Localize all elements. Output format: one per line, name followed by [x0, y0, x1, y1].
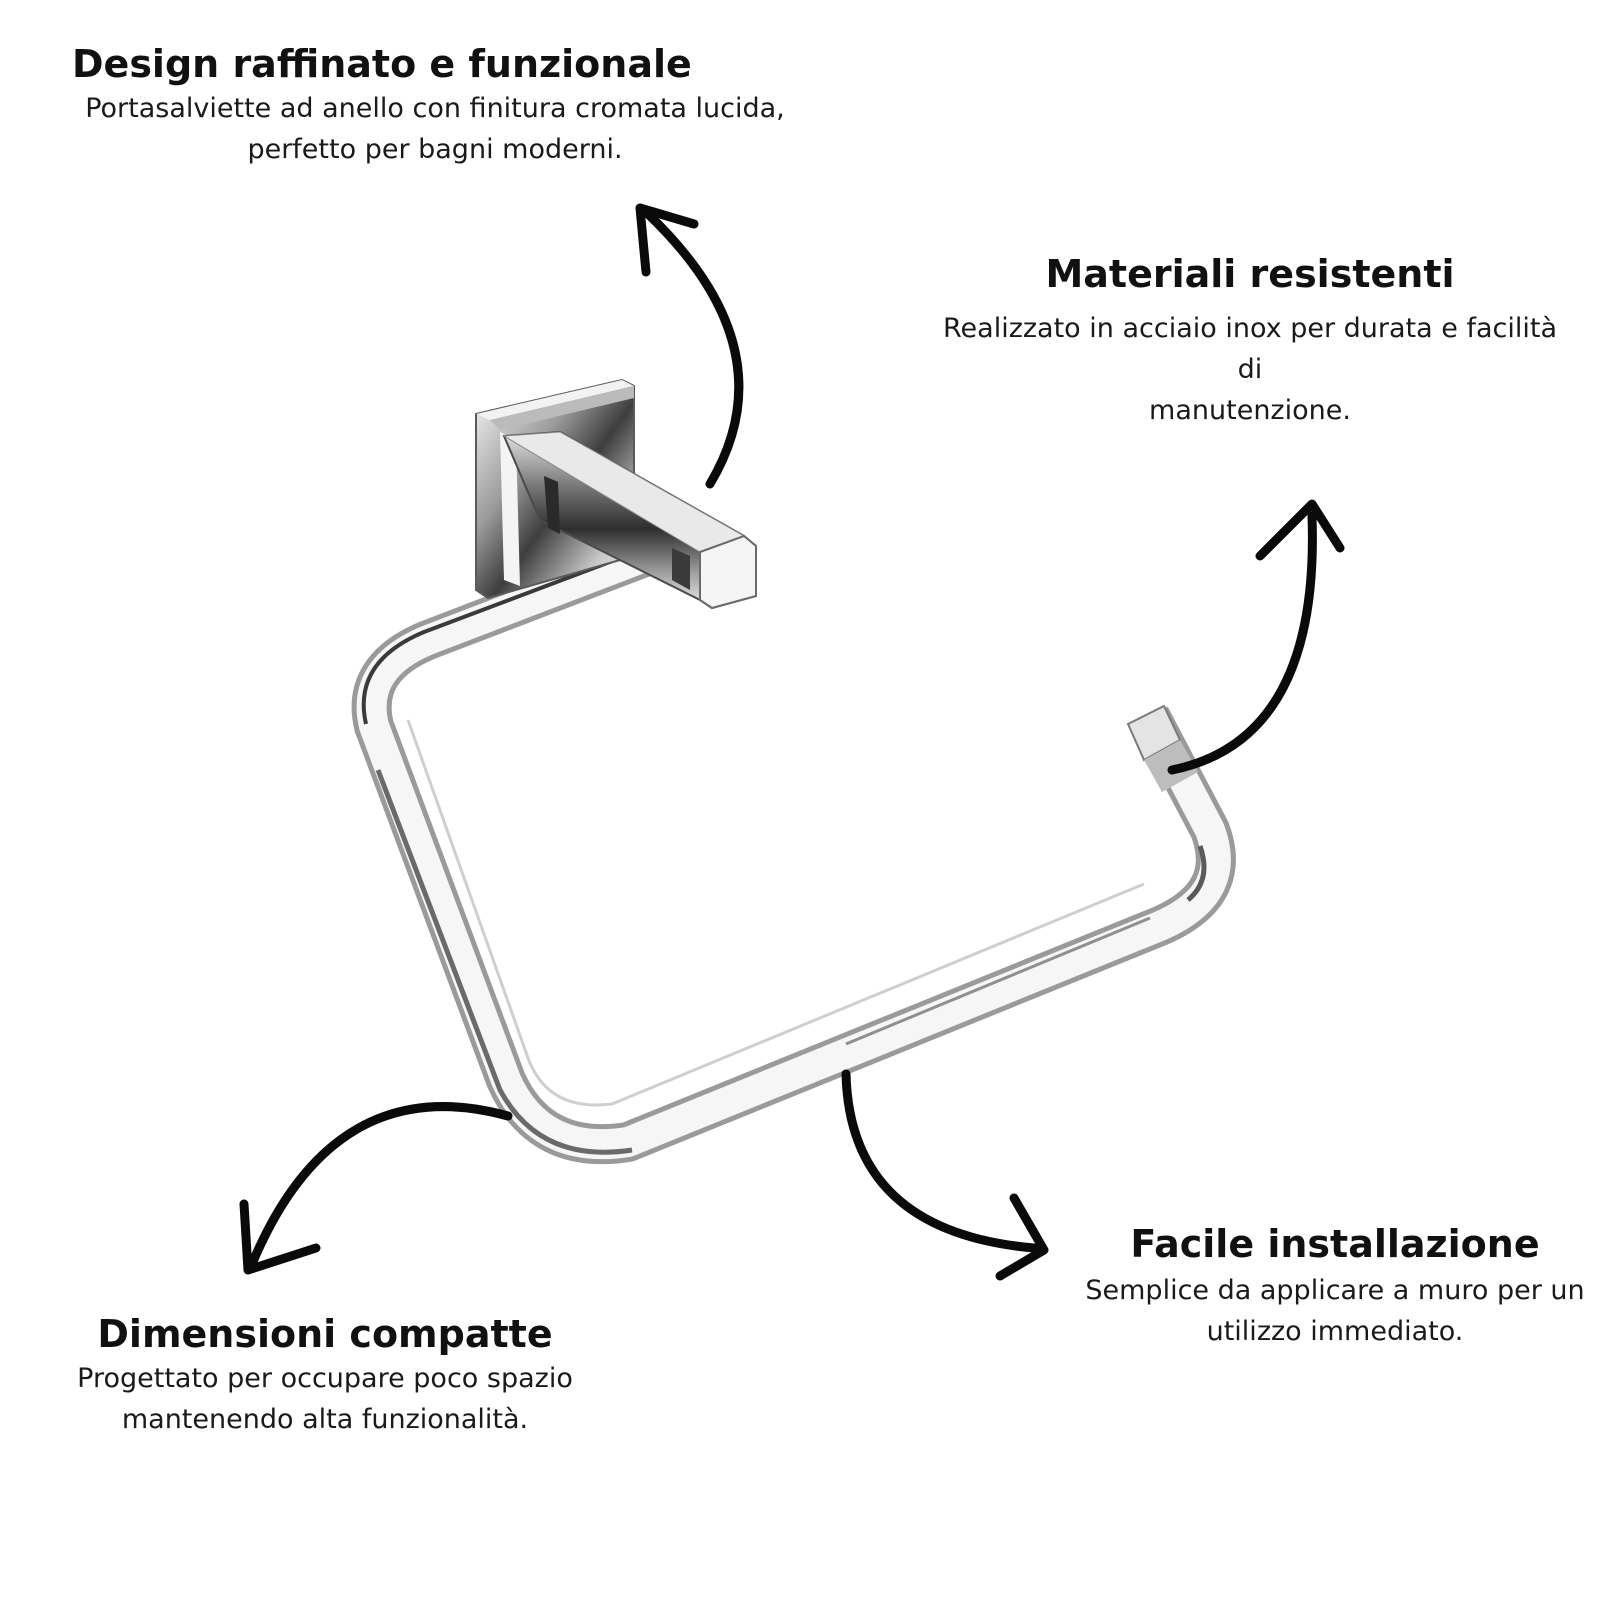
- feature-materiali: Materiali resistenti Realizzato in accia…: [930, 250, 1570, 431]
- feature-design-title: Design raffinato e funzionale: [72, 42, 692, 86]
- feature-materiali-desc-line1: Realizzato in acciaio inox per durata e …: [943, 313, 1557, 385]
- feature-dimensioni-desc-line1: Progettato per occupare poco spazio: [77, 1363, 573, 1394]
- wall-mount: [475, 378, 757, 610]
- arrow-materiali: [1167, 499, 1345, 775]
- feature-facile-title: Facile installazione: [1130, 1222, 1540, 1266]
- feature-facile-desc-line2: utilizzo immediato.: [1206, 1316, 1464, 1347]
- arrow-facile: [841, 1069, 1049, 1281]
- feature-design-desc-line1: Portasalviette ad anello con finitura cr…: [85, 93, 785, 124]
- towel-ring: [351, 529, 1236, 1165]
- feature-dimensioni: Dimensioni compatte Progettato per occup…: [60, 1310, 590, 1440]
- feature-materiali-title: Materiali resistenti: [1045, 252, 1455, 296]
- feature-design-desc-line2: perfetto per bagni moderni.: [247, 134, 623, 165]
- feature-dimensioni-title: Dimensioni compatte: [97, 1312, 553, 1356]
- feature-design: Design raffinato e funzionale Portasalvi…: [40, 40, 830, 170]
- feature-facile: Facile installazione Semplice da applica…: [1070, 1220, 1600, 1352]
- feature-facile-desc-line1: Semplice da applicare a muro per un: [1085, 1275, 1585, 1306]
- arrow-dimensioni: [239, 1102, 513, 1275]
- feature-dimensioni-desc-line2: mantenendo alta funzionalità.: [121, 1404, 529, 1435]
- feature-materiali-desc-line2: manutenzione.: [1149, 395, 1351, 426]
- arrow-design: [635, 203, 744, 489]
